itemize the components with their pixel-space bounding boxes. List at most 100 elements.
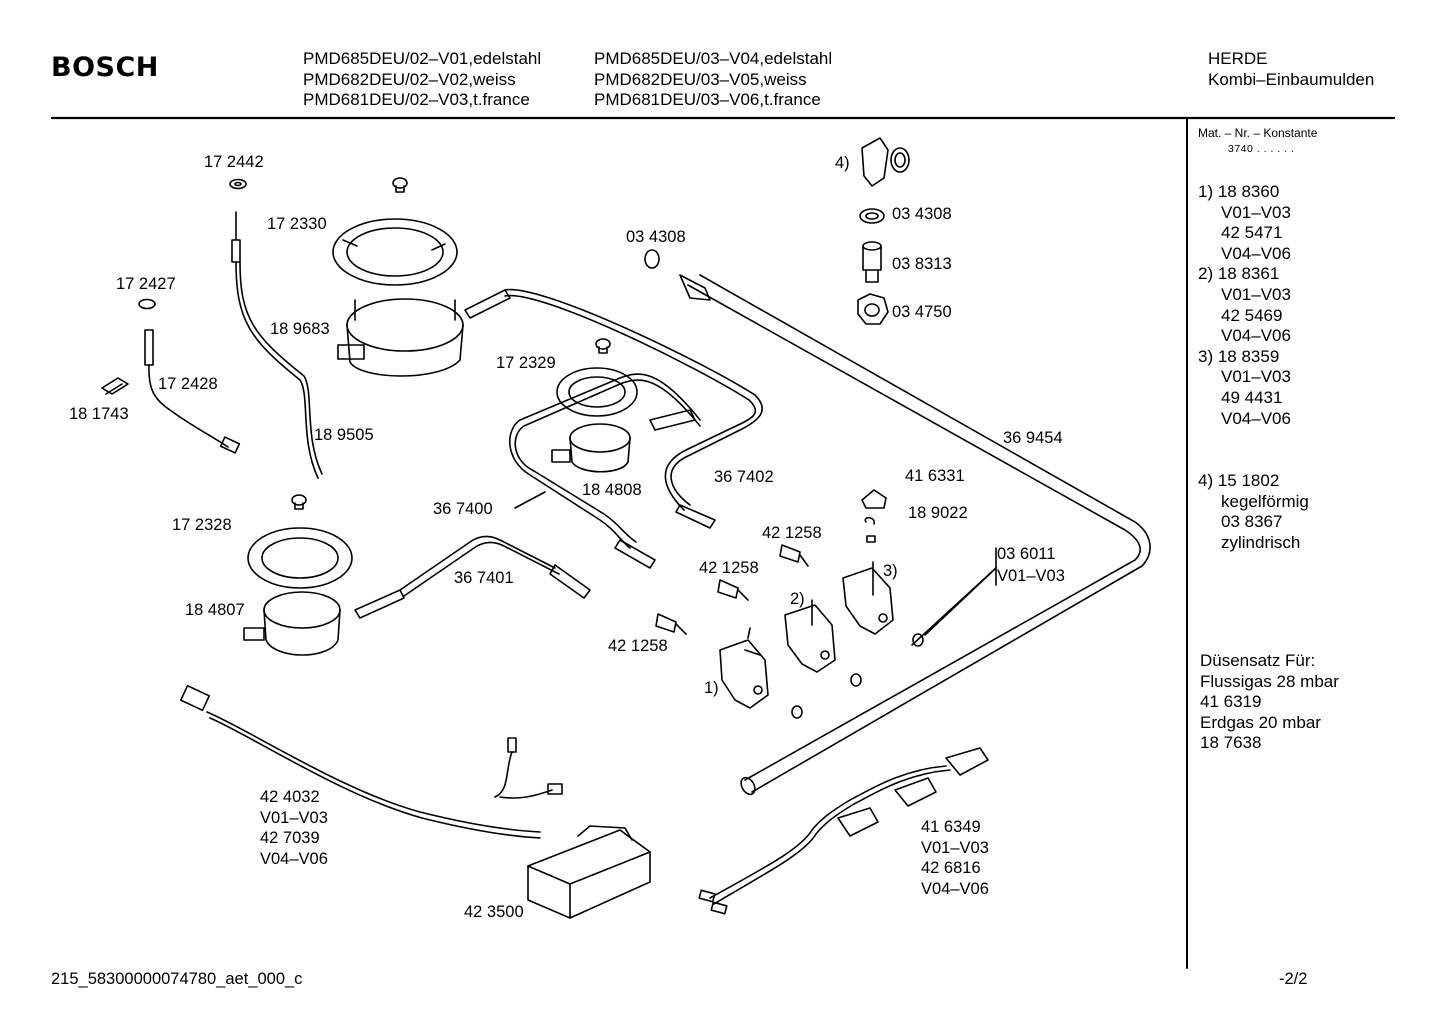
part-label: 17 2330 xyxy=(267,215,327,233)
part-label: 2) xyxy=(790,590,805,608)
note-line: 2) 18 8361 xyxy=(1198,264,1280,284)
part-label: V01–V03 xyxy=(921,838,989,857)
gas-valve-icon xyxy=(719,627,769,709)
note-line: Flussigas 28 mbar xyxy=(1200,671,1339,691)
part-label: 18 1743 xyxy=(69,405,129,423)
nozzle-set-note: Düsensatz Für: Flussigas 28 mbar 41 6319… xyxy=(1200,651,1339,754)
category-line: Kombi–Einbaumulden xyxy=(1208,69,1375,89)
product-category: HERDE Kombi–Einbaumulden xyxy=(1208,49,1374,90)
part-label: 42 3500 xyxy=(464,903,524,921)
model-line: PMD685DEU/03–V04,edelstahl xyxy=(594,49,833,68)
model-line: PMD682DEU/03–V05,weiss xyxy=(594,69,807,89)
washer-icon xyxy=(859,208,885,224)
model-line: PMD685DEU/02–V01,edelstahl xyxy=(303,49,542,68)
note-4: 4) 15 1802 kegelförmig 03 8367 zylindris… xyxy=(1198,471,1309,553)
nut-icon xyxy=(857,293,889,325)
gas-valve-icon xyxy=(784,599,836,673)
part-label: 18 9683 xyxy=(270,320,330,338)
part-label: 41 6349 xyxy=(921,818,981,836)
part-label: 36 7400 xyxy=(433,500,493,518)
part-label: 17 2427 xyxy=(116,275,176,293)
note-line: V01–V03 xyxy=(1221,367,1291,387)
elbow-fitting-icon xyxy=(861,137,910,187)
note-line: V01–V03 xyxy=(1221,284,1291,304)
part-label: 42 7039 xyxy=(260,829,320,847)
part-label: V01–V03 xyxy=(260,808,328,827)
model-list-2: PMD685DEU/03–V04,edelstahl PMD682DEU/03–… xyxy=(594,49,832,111)
screw-icon xyxy=(595,338,611,354)
gas-valve-icon xyxy=(842,561,894,635)
part-label: 03 4750 xyxy=(892,303,952,321)
part-label: 42 1258 xyxy=(608,637,668,655)
part-label: 41 6331 xyxy=(905,467,965,485)
note-line: Erdgas 20 mbar xyxy=(1200,712,1321,732)
material-number-label: Mat. – Nr. – Konstante xyxy=(1198,126,1318,140)
part-label: 1) xyxy=(704,679,719,697)
note-line: kegelförmig xyxy=(1221,491,1309,511)
part-label: 18 9022 xyxy=(908,504,968,522)
harness-label: 42 4032 V01–V03 42 7039 V04–V06 xyxy=(260,787,328,869)
model-line: PMD681DEU/03–V06,t.france xyxy=(594,90,821,109)
part-label: V04–V06 xyxy=(921,879,989,898)
part-label: 18 4808 xyxy=(582,481,642,499)
note-line: 41 6319 xyxy=(1200,692,1262,712)
main-gas-pipe xyxy=(687,284,1141,781)
part-label: 17 2428 xyxy=(158,375,218,393)
nipple-icon xyxy=(862,241,882,283)
note-line: V04–V06 xyxy=(1221,408,1291,428)
part-label: 03 6011 xyxy=(997,545,1056,563)
part-label: 3) xyxy=(883,562,898,580)
part-label: 18 4807 xyxy=(185,601,245,619)
burner-ring-icon xyxy=(332,218,458,286)
note-line: 3) 18 8359 xyxy=(1198,346,1280,366)
note-line: V01–V03 xyxy=(1221,202,1291,222)
clip-icon xyxy=(101,377,129,395)
washer-icon xyxy=(229,178,247,190)
part-label: 36 9454 xyxy=(1003,429,1063,447)
part-label: 42 1258 xyxy=(762,524,822,542)
note-line: 1) 18 8360 xyxy=(1198,182,1280,201)
brand-logo: BOSCH xyxy=(51,52,159,83)
ignition-electrode-icon xyxy=(144,329,154,366)
screw-icon xyxy=(291,494,307,510)
model-line: PMD681DEU/02–V03,t.france xyxy=(303,90,530,109)
note-line: 18 7638 xyxy=(1200,733,1262,753)
part-label: 36 7401 xyxy=(454,569,514,587)
note-line: V04–V06 xyxy=(1221,243,1291,263)
part-label: 36 7402 xyxy=(714,468,774,486)
part-label: 17 2442 xyxy=(204,153,264,171)
part-label: 17 2328 xyxy=(172,516,232,534)
model-list-1: PMD685DEU/02–V01,edelstahl PMD682DEU/02–… xyxy=(303,49,541,111)
part-label: 4) xyxy=(835,154,850,172)
note-1: 1) 18 8360 V01–V03 42 5471 V04–V06 2) 18… xyxy=(1198,182,1291,429)
part-label: 42 1258 xyxy=(699,559,759,577)
model-line: PMD682DEU/02–V02,weiss xyxy=(303,69,516,89)
material-number-value: 3740 . . . . . . xyxy=(1228,143,1295,155)
part-label: 03 4308 xyxy=(626,228,686,246)
thermocouple-probe-icon xyxy=(231,211,241,263)
part-label: 03 4308 xyxy=(892,205,952,223)
document-id: 215_58300000074780_aet_000_c xyxy=(51,970,303,988)
part-label: 17 2329 xyxy=(496,354,556,372)
note-line: V04–V06 xyxy=(1221,326,1291,346)
ignition-module-icon xyxy=(527,825,651,919)
note-line: 4) 15 1802 xyxy=(1198,471,1280,490)
note-line: 42 5471 xyxy=(1221,223,1283,243)
page-number: -2/2 xyxy=(1279,970,1308,988)
part-label: 18 9505 xyxy=(314,426,374,444)
category-line: HERDE xyxy=(1208,49,1268,68)
part-label: V04–V06 xyxy=(260,849,328,868)
screw-icon xyxy=(392,177,408,193)
note-line: 03 8367 xyxy=(1221,512,1283,532)
note-line: Düsensatz Für: xyxy=(1200,651,1316,670)
burner-base-icon xyxy=(337,298,464,377)
note-line: 42 5469 xyxy=(1221,305,1283,325)
connector-icon xyxy=(179,684,211,712)
part-label: 42 4032 xyxy=(260,788,320,806)
part-label: 03 8313 xyxy=(892,255,952,273)
note-line: zylindrisch xyxy=(1221,532,1301,552)
part-label: V01–V03 xyxy=(997,567,1065,585)
ignition-wire-label: 41 6349 V01–V03 42 6816 V04–V06 xyxy=(921,817,989,899)
washer-icon xyxy=(644,249,660,269)
